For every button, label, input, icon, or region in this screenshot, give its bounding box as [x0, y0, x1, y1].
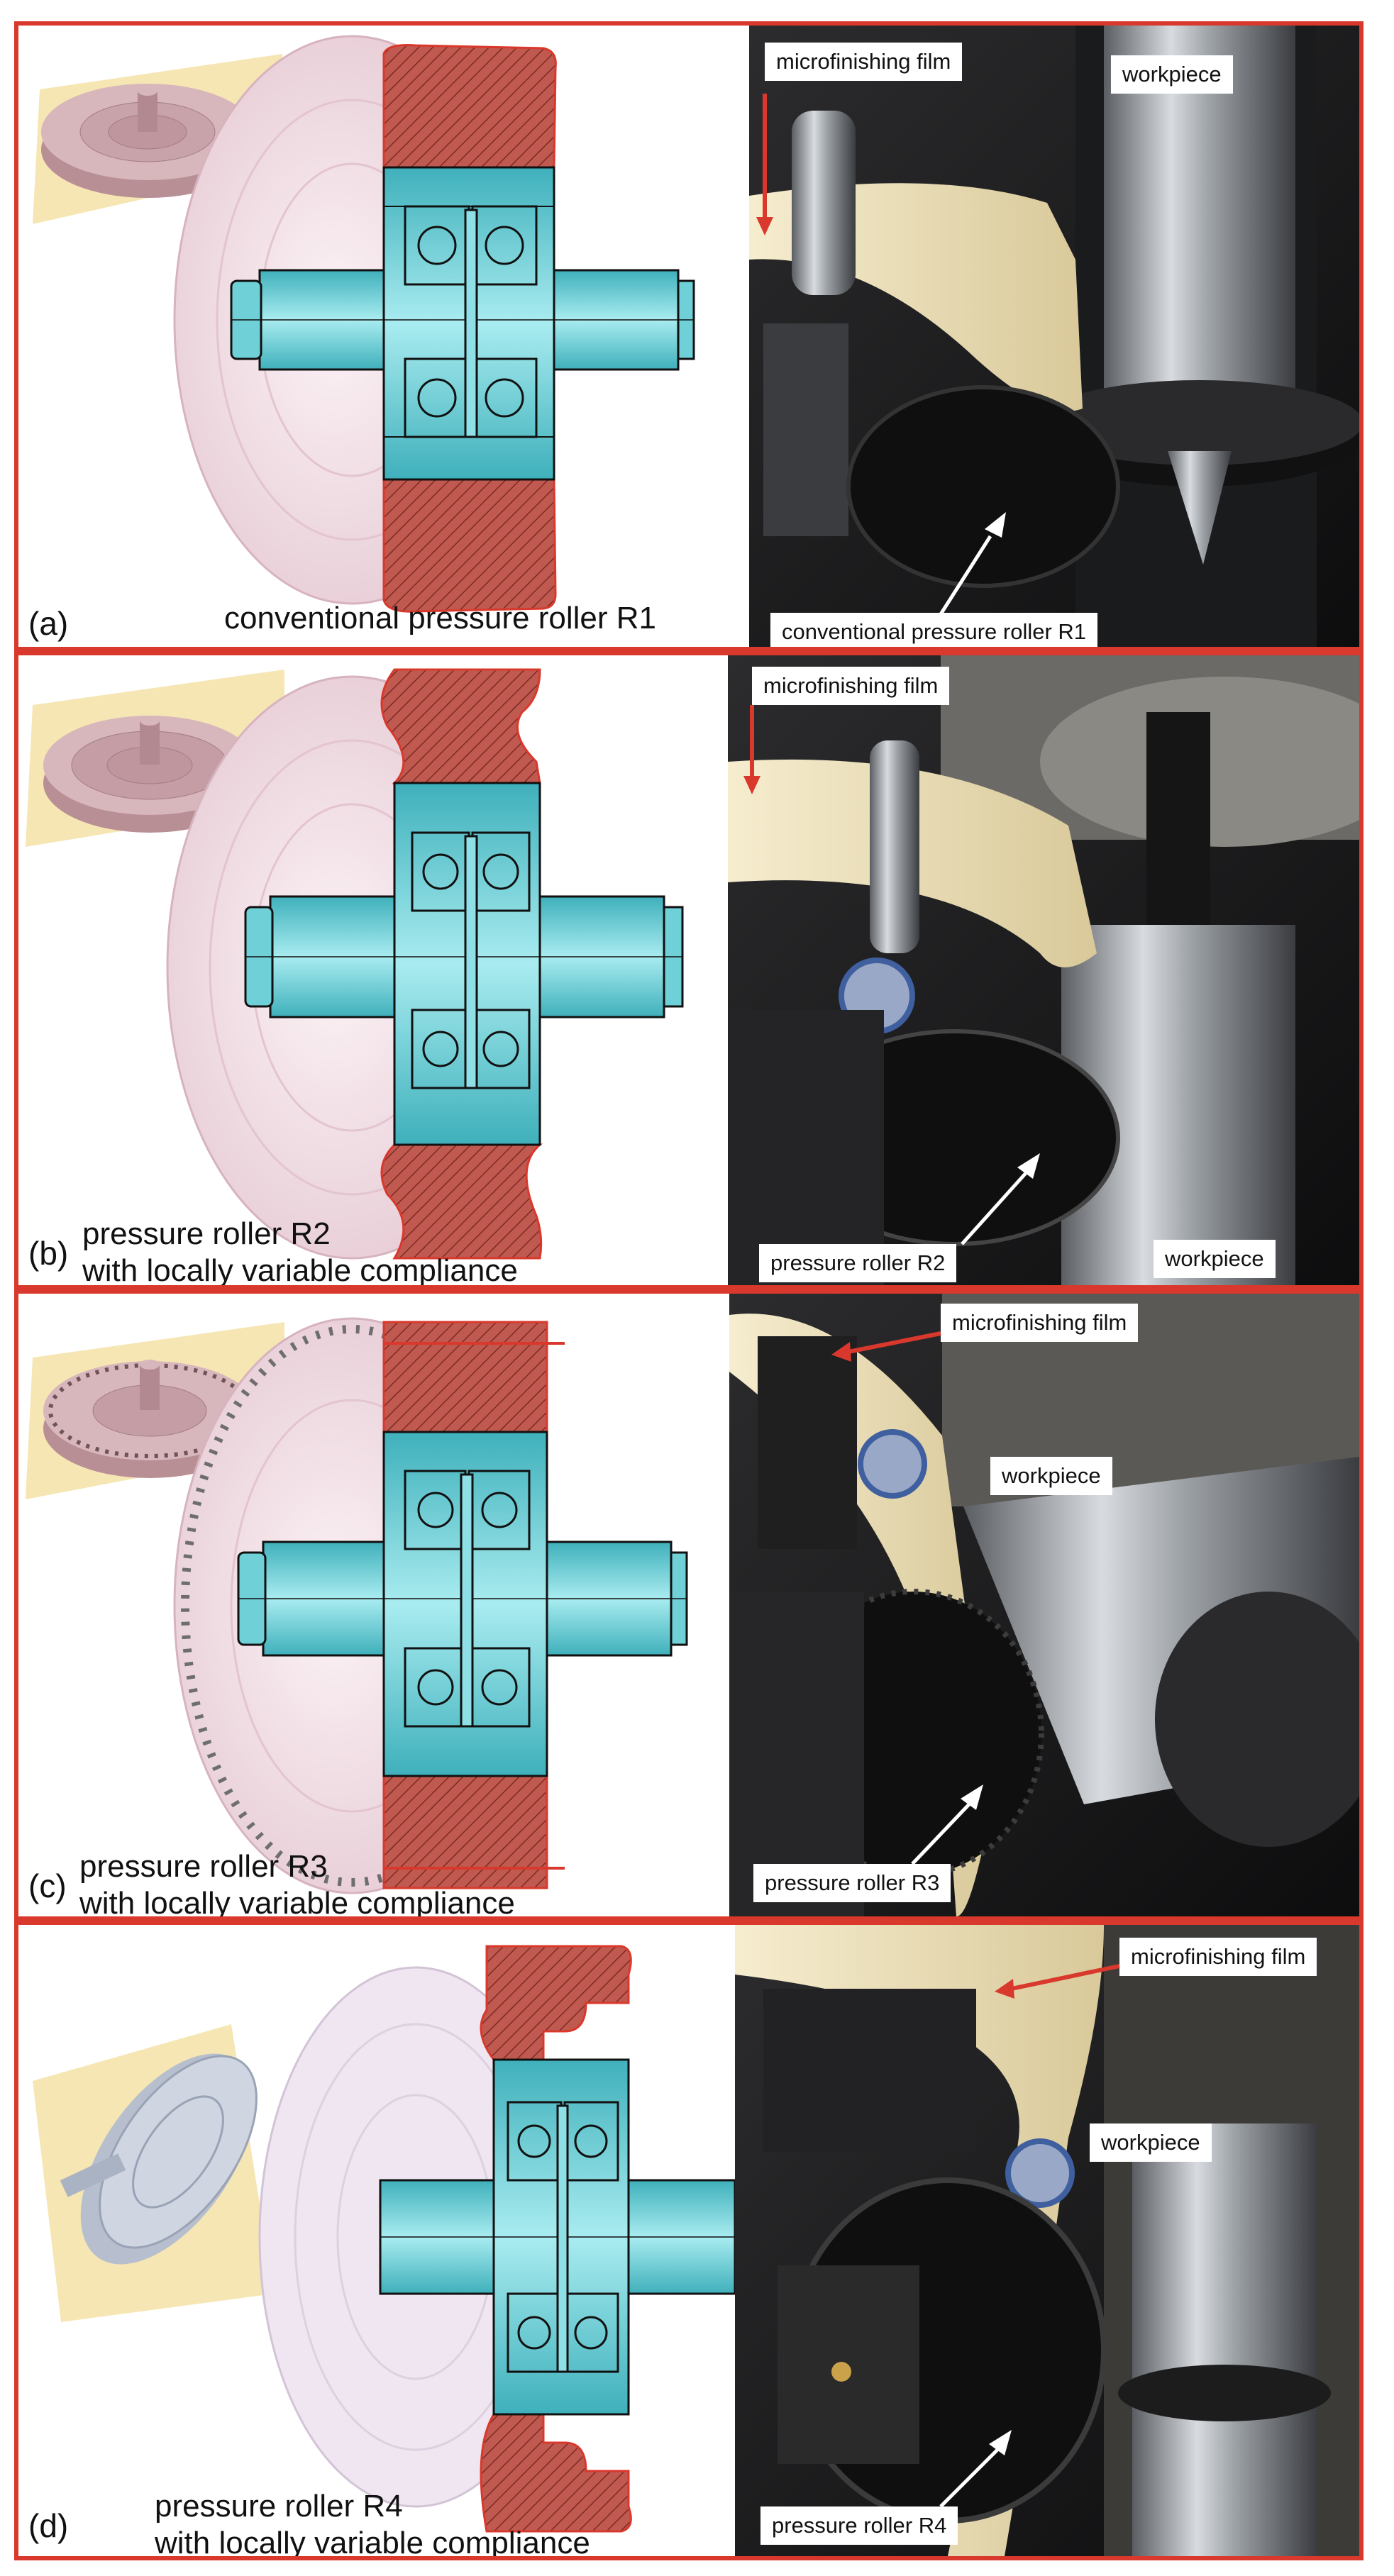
panel-c-drawing: [18, 1294, 729, 1916]
panel-d-roller-label: pressure roller R4: [760, 2506, 958, 2545]
panel-c-letter: (c): [28, 1867, 67, 1904]
panel-d: (d) pressure roller R4 with locally vari…: [14, 1921, 1363, 2560]
panel-c-workpiece-label: workpiece: [990, 1457, 1112, 1495]
panel-a-caption: conventional pressure roller R1: [224, 600, 656, 637]
panel-b-letter: (b): [28, 1235, 69, 1272]
panel-c-caption-line-1: pressure roller R3: [79, 1849, 328, 1884]
panel-d-caption-line-1: pressure roller R4: [155, 2489, 403, 2524]
panel-a-photo: [749, 26, 1359, 647]
panel-d-film-label: microfinishing film: [1119, 1938, 1317, 1976]
panel-c: (c) pressure roller R3 with locally vari…: [14, 1289, 1363, 1921]
roller-r4-section-drawing: [33, 1945, 735, 2533]
panel-c-caption-line-2: with locally variable compliance: [79, 1886, 515, 1921]
panel-a-caption-line-1: conventional pressure roller R1: [224, 601, 656, 635]
panel-d-drawing: [18, 1925, 735, 2556]
panel-d-letter: (d): [28, 2507, 69, 2544]
roller-r3-section-drawing: [18, 1294, 688, 1894]
panel-b-drawing: [18, 655, 735, 1285]
roller-r1-section-drawing: [18, 26, 695, 613]
photo-d-illustration: [735, 1925, 1359, 2556]
panel-c-photo: [729, 1294, 1359, 1916]
panel-a-film-label: microfinishing film: [765, 43, 963, 81]
panel-a-letter: (a): [28, 605, 69, 642]
panel-d-caption: pressure roller R4 with locally variable…: [155, 2488, 590, 2560]
panel-a: (a) conventional pressure roller R1 micr…: [14, 21, 1363, 651]
roller-r2-section-drawing: [18, 655, 684, 1260]
panel-b-caption-line-2: with locally variable compliance: [82, 1253, 518, 1288]
panel-a-workpiece-label: workpiece: [1111, 55, 1233, 94]
panel-a-drawing: [18, 26, 748, 647]
photo-b-illustration: [728, 655, 1359, 1285]
panel-b-caption: pressure roller R2 with locally variable…: [82, 1216, 518, 1288]
photo-c-illustration: [729, 1294, 1359, 1916]
panel-a-roller-label: conventional pressure roller R1: [770, 613, 1098, 647]
panel-b-photo: [728, 655, 1359, 1285]
panel-c-roller-label: pressure roller R3: [753, 1864, 951, 1902]
panel-b-film-label: microfinishing film: [752, 667, 950, 705]
panel-b-workpiece-label: workpiece: [1154, 1240, 1276, 1278]
panel-d-workpiece-label: workpiece: [1090, 2123, 1212, 2162]
panel-c-caption: pressure roller R3 with locally variable…: [79, 1848, 515, 1921]
photo-a-illustration: [749, 26, 1359, 647]
panel-b: (b) pressure roller R2 with locally vari…: [14, 651, 1363, 1289]
panel-b-roller-label: pressure roller R2: [759, 1244, 957, 1282]
panel-c-film-label: microfinishing film: [941, 1304, 1139, 1342]
panel-b-caption-line-1: pressure roller R2: [82, 1216, 331, 1251]
panel-d-photo: [735, 1925, 1359, 2556]
panel-d-caption-line-2: with locally variable compliance: [155, 2526, 590, 2560]
